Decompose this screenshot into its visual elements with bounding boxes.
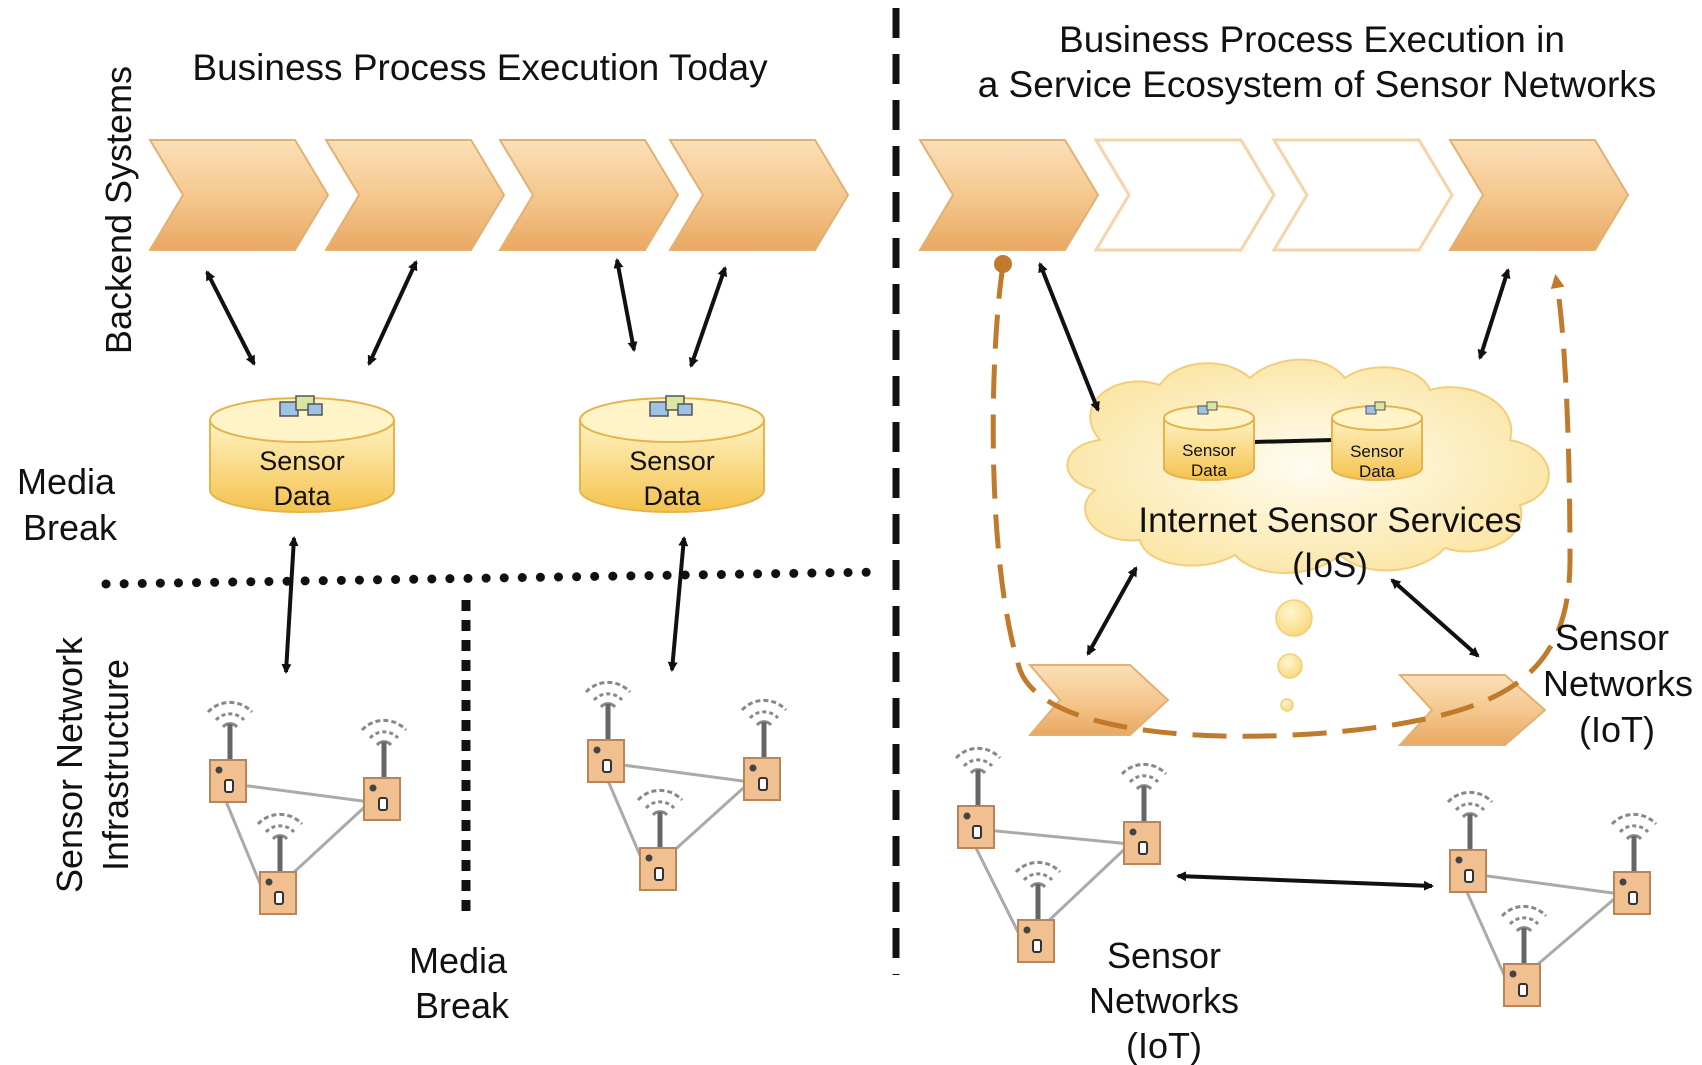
axis-label-sensor-network-infrastructure: Sensor Network Infrastructure [49, 636, 136, 893]
sensor-networks-label-bottom-line-1: Sensor [1107, 935, 1221, 976]
process-step-chevron-outline [1093, 138, 1276, 252]
sensor-node-icon [740, 698, 788, 802]
arrow [367, 260, 418, 366]
db-label-line-2: Data [643, 481, 701, 511]
right-panel-title-line-2: a Service Ecosystem of Sensor Networks [978, 64, 1657, 105]
sensor-networks-label-bottom-line-2: Networks [1089, 980, 1239, 1021]
arrow [688, 266, 728, 368]
db-label-line-2: Data [273, 481, 331, 511]
bubble [1277, 653, 1303, 679]
cloud-label-line-1: Internet Sensor Services [1138, 501, 1521, 540]
arrow [1038, 262, 1100, 412]
process-step-chevron [1448, 139, 1630, 251]
left-panel-title: Business Process Execution Today [192, 47, 768, 88]
arrow [667, 536, 689, 672]
sensor-networks-label-right-line-1: Sensor [1555, 617, 1669, 658]
sensor-node-icon [256, 812, 304, 916]
db-label-line-1: Sensor [1182, 441, 1236, 460]
orange-flow-start-dot [994, 255, 1012, 273]
arrow [1176, 871, 1434, 891]
sensor-network-middle [584, 680, 788, 892]
bubble [1280, 698, 1294, 712]
thought-bubbles [1275, 599, 1313, 712]
computer-icon [1197, 401, 1218, 415]
axis-label-line-1: Sensor Network [49, 636, 90, 893]
db-label-line-1: Sensor [629, 446, 715, 476]
sensor-node-icon [1500, 904, 1548, 1008]
right-panel-title-line-1: Business Process Execution in [1059, 19, 1565, 60]
db-label-line-1: Sensor [259, 446, 345, 476]
computer-icon [1365, 401, 1386, 415]
db-label-line-1: Sensor [1350, 442, 1404, 461]
sensor-network-chevron-left [1027, 664, 1170, 736]
media-break-horizontal [101, 567, 885, 589]
sensor-network-chevron-right [1397, 674, 1547, 746]
process-step-chevron [668, 139, 850, 251]
sensor-network-right-2 [1446, 790, 1658, 1008]
computer-icon [279, 395, 323, 417]
right-connection-arrows [1038, 262, 1511, 891]
cloud-sensor-data-db-1: Sensor Data [1163, 401, 1255, 481]
sensor-node-icon [584, 680, 632, 784]
sensor-node-icon [360, 718, 408, 822]
arrow [281, 536, 299, 674]
orange-dashed-flow [990, 264, 1573, 739]
arrow [1390, 578, 1480, 658]
computer-icon [649, 395, 693, 417]
sensor-node-icon [636, 788, 684, 892]
sensor-node-icon [1446, 790, 1494, 894]
process-step-chevron [918, 139, 1100, 251]
cloud-sensor-data-db-2: Sensor Data [1331, 401, 1423, 481]
left-process-chevrons [148, 139, 850, 251]
process-step-chevron [148, 139, 330, 251]
process-step-chevron-outline [1271, 138, 1454, 252]
process-step-chevron [324, 139, 506, 251]
axis-label-line-2: Infrastructure [95, 659, 136, 871]
arrow [613, 258, 638, 352]
axis-label-backend-systems: Backend Systems [98, 66, 139, 354]
arrow [205, 270, 256, 366]
sensor-data-db-right: Sensor Data [579, 395, 765, 513]
media-break-label-left-line-2: Break [23, 507, 118, 548]
cloud-label-line-2: (IoS) [1292, 546, 1368, 585]
sensor-node-icon [206, 700, 254, 804]
sensor-node-icon [1120, 762, 1168, 866]
arrow [1477, 268, 1511, 360]
sensor-networks-label-right-line-3: (IoT) [1579, 709, 1655, 750]
process-step-chevron [498, 139, 680, 251]
db-label-line-2: Data [1359, 462, 1395, 481]
sensor-node-icon [954, 746, 1002, 850]
arrow [1086, 566, 1138, 656]
cloud-db-link [1252, 438, 1334, 444]
sensor-network-left [206, 700, 408, 916]
sensor-node-icon [1014, 860, 1062, 964]
sensor-networks-label-right-line-2: Networks [1543, 663, 1693, 704]
db-label-line-2: Data [1191, 461, 1227, 480]
bubble [1275, 599, 1313, 637]
sensor-data-db-left: Sensor Data [209, 395, 395, 513]
sensor-network-right-1 [954, 746, 1168, 964]
media-break-label-bottom-line-2: Break [415, 985, 510, 1026]
sensor-node-icon [1610, 812, 1658, 916]
media-break-label-bottom-line-1: Media [409, 940, 508, 981]
left-connection-arrows [205, 258, 728, 674]
media-break-label-left-line-1: Media [17, 461, 116, 502]
right-process-chevrons [918, 138, 1630, 252]
internet-sensor-services-cloud: Sensor Data Sensor Data Internet Sensor … [1066, 358, 1550, 585]
sensor-networks-label-bottom-line-3: (IoT) [1126, 1025, 1202, 1065]
